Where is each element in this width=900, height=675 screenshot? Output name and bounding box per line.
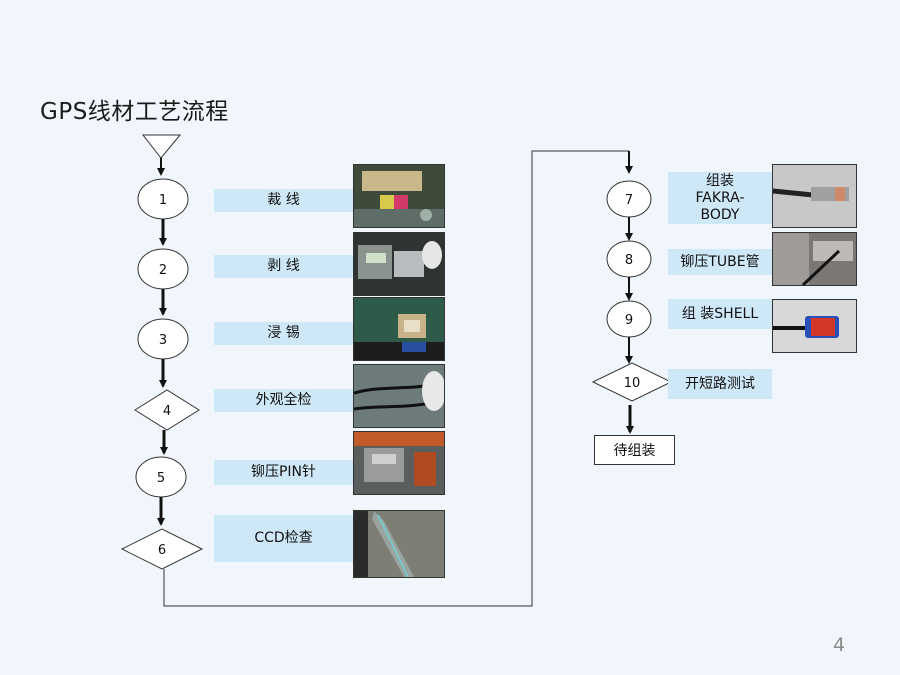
step-label-9: 组 装SHELL: [668, 299, 772, 329]
photo-inspection: [353, 364, 445, 428]
photo-tinning: [353, 297, 445, 361]
step-label-10: 开短路测试: [668, 369, 772, 399]
step-number-8: 8: [625, 253, 633, 268]
photo-fakra-body: [772, 164, 857, 228]
step-label-2: 剥 线: [214, 255, 353, 278]
end-box: 待组装: [594, 435, 675, 465]
step-number-3: 3: [159, 333, 167, 348]
step-number-5: 5: [157, 471, 165, 486]
slide-title: GPS线材工艺流程: [40, 99, 229, 125]
step-label-8: 铆压TUBE管: [668, 249, 772, 275]
step-label-1: 裁 线: [214, 189, 353, 212]
step-label-3: 浸 锡: [214, 322, 353, 345]
step-label-7: 组装 FAKRA- BODY: [668, 172, 772, 224]
step-number-2: 2: [159, 263, 167, 278]
step-number-6: 6: [158, 543, 166, 558]
photo-cutting: [353, 164, 445, 228]
photo-stripping: [353, 232, 445, 296]
step-number-4: 4: [163, 404, 171, 419]
step-label-4: 外观全检: [214, 389, 353, 412]
step-node-4: [134, 389, 200, 431]
step-node-6: [120, 528, 204, 570]
step-label-5: 铆压PIN针: [214, 460, 353, 485]
step-number-9: 9: [625, 313, 633, 328]
start-triangle: [141, 134, 182, 159]
photo-ccd: [353, 510, 445, 578]
photo-tube: [772, 232, 857, 286]
photo-crimping: [353, 431, 445, 495]
step-number-10: 10: [624, 376, 641, 391]
photo-shell: [772, 299, 857, 353]
page-number: 4: [833, 634, 846, 656]
step-label-6: CCD检查: [214, 515, 353, 562]
step-number-7: 7: [625, 193, 633, 208]
step-number-1: 1: [159, 193, 167, 208]
column-connector: [163, 150, 629, 607]
